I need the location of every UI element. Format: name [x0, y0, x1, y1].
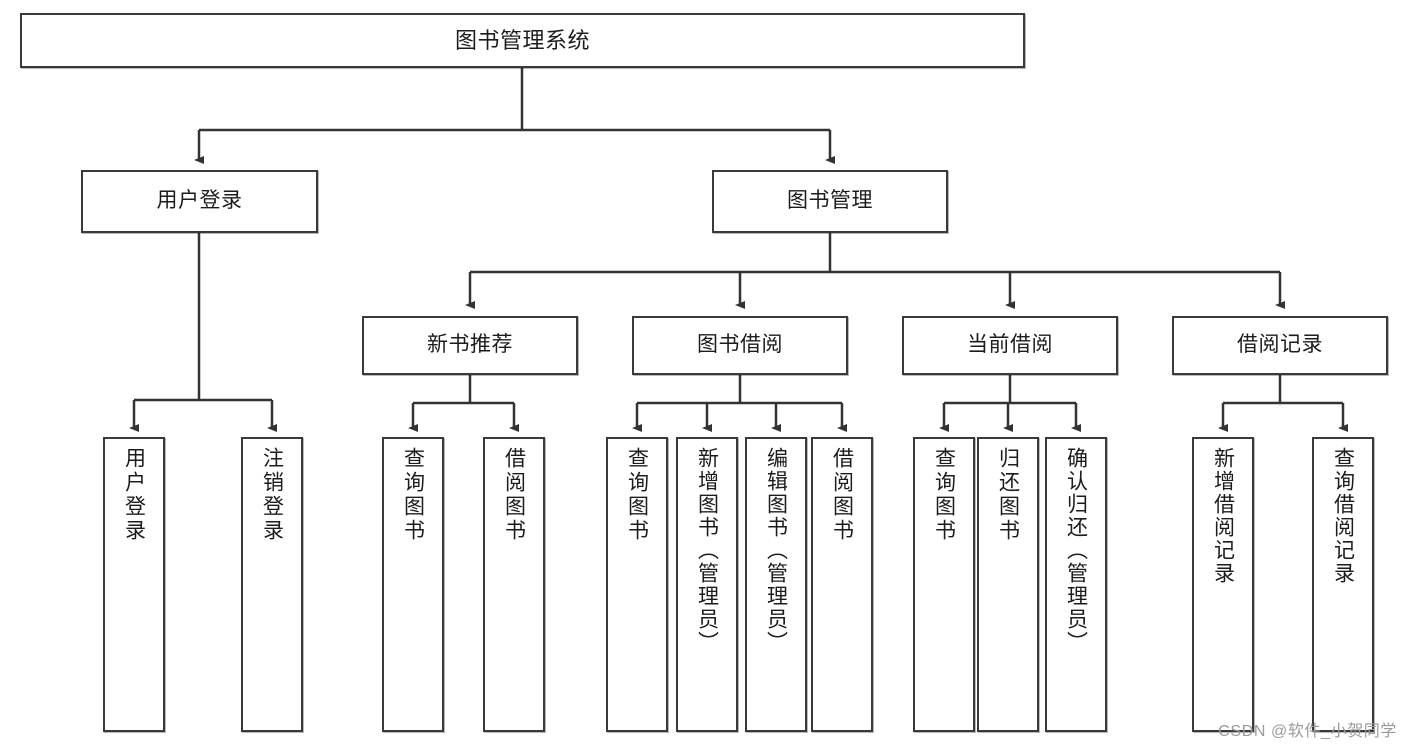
leaf-book-borrow-borrow-books[interactable]: 借阅图书 — [811, 437, 873, 732]
node-label: 图书借阅 — [697, 333, 783, 357]
leaf-book-borrow-edit-book-admin[interactable]: 编辑图书（管理员） — [745, 437, 807, 732]
node-label: 新增图书（管理员） — [695, 447, 719, 654]
leaf-new-book-query-books[interactable]: 查询图书 — [382, 437, 444, 732]
node-label: 当前借阅 — [967, 333, 1053, 357]
leaf-current-borrow-return-books[interactable]: 归还图书 — [977, 437, 1039, 732]
node-label: 编辑图书（管理员） — [764, 447, 788, 654]
node-label: 查询图书 — [932, 447, 956, 543]
leaf-user-login-logout[interactable]: 注销登录 — [241, 437, 303, 732]
leaf-user-login-login[interactable]: 用户登录 — [103, 437, 165, 732]
leaf-new-book-borrow-books[interactable]: 借阅图书 — [483, 437, 545, 732]
csdn-watermark: CSDN @软件_小贺同学 — [1218, 723, 1397, 740]
node-label: 查询图书 — [625, 447, 649, 543]
node-label: 用户登录 — [156, 189, 243, 213]
node-label: 新书推荐 — [427, 333, 513, 357]
node-root-book-management-system[interactable]: 图书管理系统 — [20, 13, 1025, 68]
leaf-book-borrow-query-books[interactable]: 查询图书 — [606, 437, 668, 732]
node-label: 图书管理 — [787, 189, 873, 213]
node-label: 查询图书 — [401, 447, 425, 543]
node-label: 确认归还（管理员） — [1064, 447, 1088, 654]
node-label: 新增借阅记录 — [1211, 447, 1235, 585]
node-book-borrowing[interactable]: 图书借阅 — [632, 316, 848, 375]
node-current-borrowing[interactable]: 当前借阅 — [902, 316, 1118, 375]
node-label: 注销登录 — [260, 447, 284, 543]
node-label: 借阅记录 — [1237, 333, 1323, 357]
leaf-book-borrow-add-book-admin[interactable]: 新增图书（管理员） — [676, 437, 738, 732]
node-label: 归还图书 — [996, 447, 1020, 543]
node-label: 借阅图书 — [830, 447, 854, 543]
leaf-current-borrow-query-books[interactable]: 查询图书 — [913, 437, 975, 732]
node-new-book-recommendation[interactable]: 新书推荐 — [362, 316, 578, 375]
leaf-current-borrow-confirm-return-admin[interactable]: 确认归还（管理员） — [1045, 437, 1107, 732]
node-label: 图书管理系统 — [454, 27, 590, 53]
node-label: 用户登录 — [122, 447, 146, 543]
leaf-borrow-record-query-record[interactable]: 查询借阅记录 — [1312, 437, 1374, 732]
leaf-borrow-record-add-record[interactable]: 新增借阅记录 — [1192, 437, 1254, 732]
node-label: 借阅图书 — [502, 447, 526, 543]
node-borrowing-records[interactable]: 借阅记录 — [1172, 316, 1388, 375]
node-user-login[interactable]: 用户登录 — [81, 170, 318, 233]
node-book-management[interactable]: 图书管理 — [712, 170, 948, 233]
node-label: 查询借阅记录 — [1331, 447, 1355, 585]
